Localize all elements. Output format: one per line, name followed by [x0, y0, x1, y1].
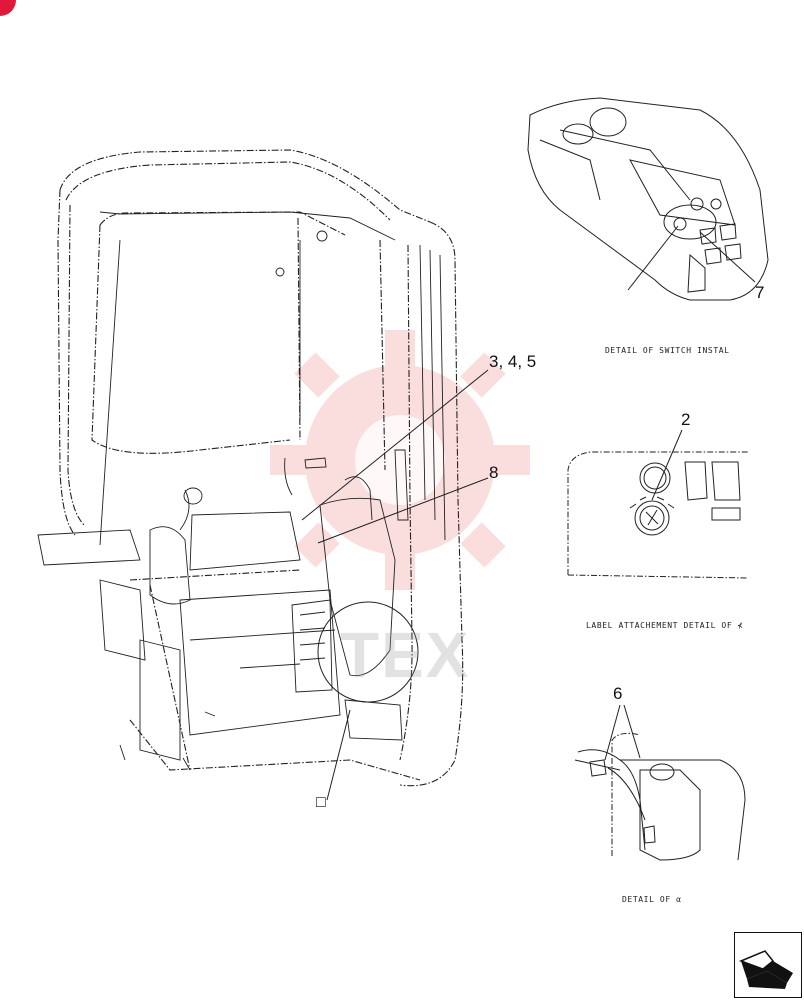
callout-3-4-5: 3, 4, 5 [489, 352, 537, 371]
callout-2: 2 [681, 410, 691, 429]
detail-label-attachment [567, 429, 749, 579]
detail-alpha [574, 704, 746, 861]
caption-label-attachment: LABEL ATTACHEMENT DETAIL OF ⊀ [586, 621, 744, 630]
callout-box: □ [316, 794, 326, 811]
caption-detail-alpha: DETAIL OF α [622, 895, 682, 904]
callout-6: 6 [613, 684, 623, 703]
caption-switch-install: DETAIL OF SWITCH INSTAL [605, 346, 730, 355]
leader-lines [301, 369, 489, 801]
next-page-arrow-icon [738, 950, 793, 989]
next-page-button[interactable] [734, 932, 802, 998]
watermark-text: TEX [340, 619, 471, 691]
callout-8: 8 [489, 463, 499, 482]
cab-inner-structure [37, 211, 446, 771]
watermark-gear-hole [355, 415, 445, 505]
detail-alpha-circle [317, 601, 419, 703]
callout-7: 7 [755, 283, 765, 302]
detail-switch-install [527, 97, 769, 301]
